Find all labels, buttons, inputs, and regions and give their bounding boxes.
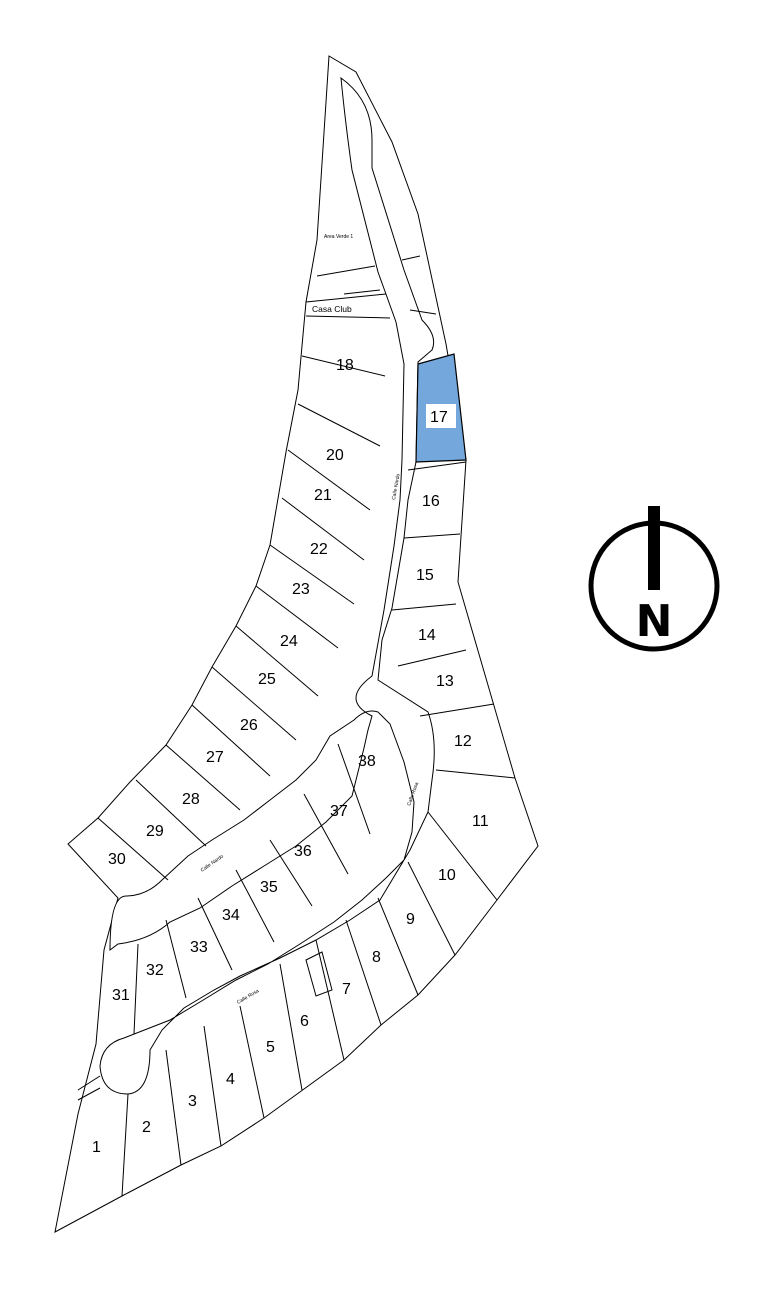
lot-label: 11 [472,813,489,830]
lot-labels: 1 2 3 4 5 6 7 8 9 10 11 12 13 14 15 16 1… [92,357,489,1156]
lot-label: 17 [430,409,448,426]
lot-label: 7 [342,981,351,998]
lot-label: 25 [258,671,276,688]
lot-label: 18 [336,357,354,374]
lot-label: 29 [146,823,164,840]
street-label: Calle Rosa [236,988,260,1006]
lot-label: 15 [416,567,434,584]
lot-label: 10 [438,867,456,884]
area-green-label: Casa Club [312,304,352,314]
lot-label: 12 [454,733,472,750]
lot-label: 35 [260,879,278,896]
lot-label: 22 [310,541,328,558]
lot-label: 4 [226,1071,235,1088]
lot-label: 31 [112,987,130,1004]
street-label: Calle Nardo [391,473,402,500]
lot-label: 20 [326,447,344,464]
road-north-loop [99,76,435,1095]
lot-label: 3 [188,1093,197,1110]
lot-label: 34 [222,907,240,924]
lot-label: 26 [240,717,258,734]
lot-17-label-box [426,404,456,428]
lot-label: 38 [358,753,376,770]
lot-label: 9 [406,911,415,928]
lot-label: 32 [146,962,164,979]
north-arrow-icon: N [588,506,720,652]
lot-label: 2 [142,1119,151,1136]
lot-label: 1 [92,1139,101,1156]
lot-label: 24 [280,633,298,650]
lot-label: 28 [182,791,200,808]
lot-divisions [77,255,516,1197]
lot-label: 37 [330,803,348,820]
lot-label: 5 [266,1039,275,1056]
area-green-label: Area Verde 1 [324,234,353,240]
lot-label: 16 [422,493,440,510]
lot-label: 27 [206,749,224,766]
lot-label: 13 [436,673,454,690]
lot-label: 33 [190,939,208,956]
lot-label: 6 [300,1013,309,1030]
lot-label: 14 [418,627,436,644]
compass-letter: N [636,596,673,647]
lot-label: 36 [294,843,312,860]
lot-label: 23 [292,581,310,598]
lot-label: 30 [108,851,126,868]
lot-label: 21 [314,487,332,504]
lot-label: 8 [372,949,381,966]
